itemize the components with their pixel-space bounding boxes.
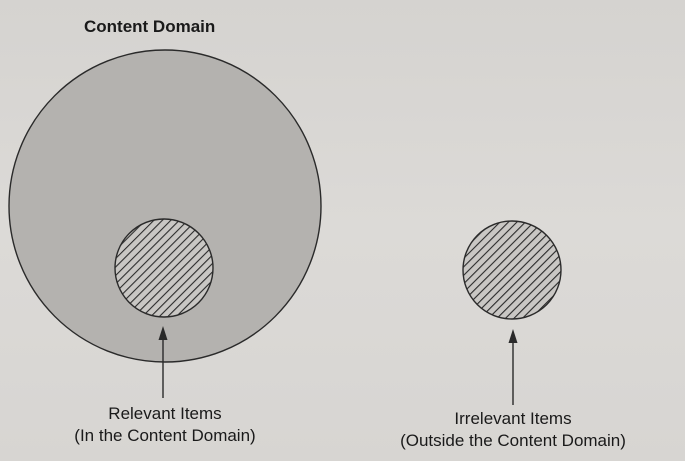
irrelevant-arrow (508, 329, 518, 405)
diagram-title: Content Domain (84, 17, 216, 36)
relevant-item-circle (114, 218, 214, 318)
relevant-items-sublabel: (In the Content Domain) (74, 426, 256, 445)
relevant-items-caption: Relevant Items (In the Content Domain) (60, 403, 270, 447)
irrelevant-items-sublabel: (Outside the Content Domain) (400, 431, 626, 450)
content-domain-circle (8, 49, 322, 363)
irrelevant-item-circle (462, 220, 562, 320)
relevant-arrow (158, 326, 168, 398)
irrelevant-items-caption: Irrelevant Items (Outside the Content Do… (355, 408, 671, 452)
irrelevant-items-label: Irrelevant Items (454, 409, 572, 428)
relevant-items-label: Relevant Items (108, 404, 222, 423)
